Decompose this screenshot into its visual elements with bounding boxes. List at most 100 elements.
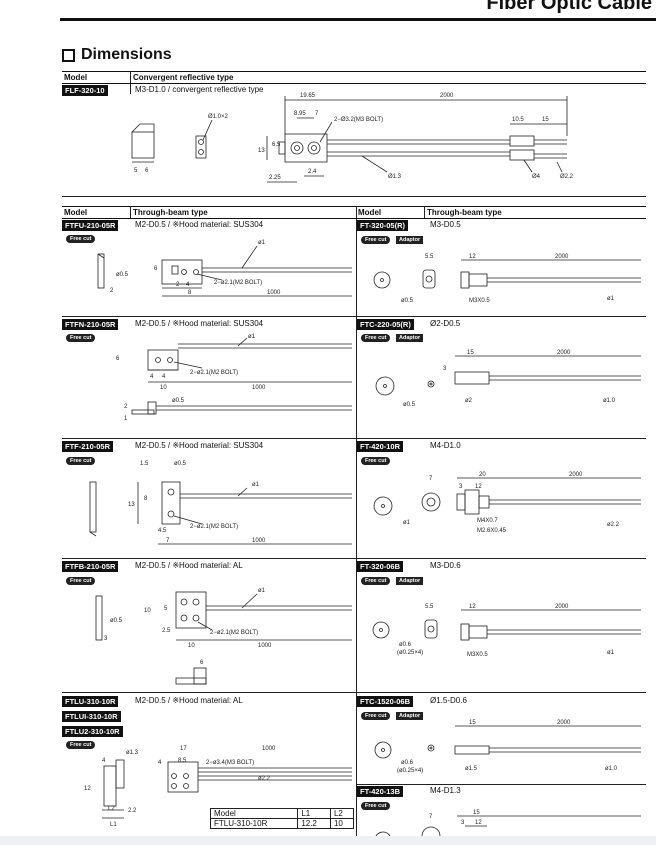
model-description: Ø2-D0.5: [430, 319, 461, 328]
free-cut-badge: Free cut: [361, 457, 391, 465]
top-col-type: Convergent reflective type: [133, 73, 234, 82]
dim-label: 1: [124, 416, 128, 422]
dim-label: ø2: [465, 398, 473, 404]
left-col-model: Model: [64, 208, 88, 217]
dim-label: 15: [467, 350, 474, 356]
adaptor-badge: Adaptor: [396, 334, 424, 342]
dim-label: 4.5: [158, 528, 167, 534]
dim-label: Ø4: [532, 174, 541, 180]
ftlu-310-10r-drawing: ø1.3 17 1000 4 8.5 2−ø3.4(M3 BOLT) ø2.2 …: [84, 746, 352, 828]
dim-label: ø1: [403, 520, 411, 526]
dim-label: 12: [475, 484, 482, 490]
dim-label: M4X0.7: [477, 518, 498, 524]
dim-label: ø0.6: [399, 642, 412, 648]
row-divider: [357, 784, 646, 785]
dim-label: 2−ø2.1(M2 BOLT): [210, 630, 258, 636]
free-cut-badge: Free cut: [66, 577, 96, 585]
dim-label: (ø0.25×4): [397, 768, 423, 774]
free-cut-badge: Free cut: [361, 236, 391, 244]
free-cut-badge: Free cut: [361, 712, 391, 720]
left-col-type: Through-beam type: [133, 208, 208, 217]
free-cut-badge: Free cut: [361, 802, 391, 810]
dim-label: 4: [158, 760, 162, 766]
table-cell: 10: [329, 818, 355, 829]
model-label: FTLUI-310-10R: [62, 711, 121, 722]
dim-label: 2.2: [128, 808, 137, 814]
ftfu-210-05r-drawing: ø1 ø0.5 2 2−ø2.1(M2 BOLT) 6 2 4 8 1000: [97, 240, 352, 297]
dim-label: 4: [162, 374, 166, 380]
dim-label: 1000: [252, 385, 266, 391]
dim-label: L2: [108, 806, 115, 812]
row-divider: [62, 692, 356, 693]
dim-label: 2−ø2.1(M2 BOLT): [190, 524, 238, 530]
row-divider: [357, 558, 646, 559]
adaptor-badge: Adaptor: [396, 577, 424, 585]
model-description: M3-D0.5: [430, 220, 461, 229]
model-description: M2-D0.5 / ※Hood material: SUS304: [135, 441, 264, 450]
dim-label: 5: [164, 606, 168, 612]
table-header: L2: [329, 808, 355, 819]
dim-label: 5.5: [425, 254, 434, 260]
free-cut-badge: Free cut: [66, 741, 96, 749]
dim-label: ø0.5: [110, 618, 123, 624]
dim-label: 2000: [557, 720, 571, 726]
dim-label: 2.25: [269, 175, 281, 181]
dim-label: 1000: [262, 746, 276, 752]
dim-label: ø1: [607, 650, 615, 656]
page-header-bar: Fiber Optic Cable: [60, 0, 656, 21]
dim-label: 2−ø3.4(M3 BOLT): [206, 760, 254, 766]
dim-label: 1.5: [140, 461, 149, 467]
ftfb-210-05r-drawing: ø1 ø0.5 10 5 2−ø2.1(M2 BOLT) 2.5 10 1000…: [95, 588, 352, 685]
flf-320-10-drawing: 19.65 2000 8.95 7 Ø1.0×2 2−Ø3.2(M3 BOLT)…: [131, 93, 574, 183]
dim-label: ø1.3: [126, 750, 139, 756]
dim-label: 15: [542, 117, 549, 123]
ft-420-10r-drawing: 7 20 2000 3 12 ø1 M4X0.7 M2.6X0.45 ø2.2: [373, 472, 641, 534]
table-header: Model: [209, 808, 299, 819]
dim-label: 12: [469, 604, 476, 610]
ft-420-13b-drawing: 7 15 3 12: [375, 810, 641, 836]
ftlu-dimension-table: Model L1 L2 FTLU-310-10R 12.2 10: [209, 808, 355, 829]
model-label: FTLU-310-10R: [62, 696, 119, 707]
dim-label: 20: [479, 472, 486, 478]
dim-label: ø1: [258, 588, 266, 594]
divider: [424, 206, 425, 218]
dim-label: ø2.2: [607, 522, 620, 528]
dim-label: 1000: [252, 538, 266, 544]
section-title: Dimensions: [81, 46, 172, 63]
row-divider: [357, 316, 646, 317]
dim-label: 6: [154, 266, 158, 272]
dim-label: ø0.5: [172, 398, 185, 404]
dim-label: ø1: [258, 240, 266, 246]
row-divider: [357, 438, 646, 439]
free-cut-badge: Free cut: [66, 457, 96, 465]
model-label: FTC-220-05(R): [357, 319, 414, 330]
ftc-1520-06b-drawing: 15 2000 ø0.6 (ø0.25×4) ø1.5 ø1.0: [374, 720, 641, 774]
dim-label: 2000: [555, 254, 569, 260]
dim-label: 3: [104, 636, 108, 642]
ft-320-05r-drawing: 5.5 12 2000 ø0.5 M3X0.5 ø1: [373, 254, 641, 304]
row-divider: [62, 316, 356, 317]
model-label: FT-420-10R: [357, 441, 404, 452]
ft-320-06b-drawing: 5.5 12 2000 ø0.6 (ø0.25×4) M3X0.5 ø1: [372, 604, 641, 658]
dim-label: 12: [469, 254, 476, 260]
column-divider: [356, 206, 357, 836]
model-label: FT-420-13B: [357, 786, 404, 797]
model-description: Ø1.5-D0.6: [430, 696, 467, 705]
dim-label: M3X0.5: [469, 298, 490, 304]
adaptor-badge: Adaptor: [396, 236, 424, 244]
dim-label: 2000: [555, 604, 569, 610]
dim-label: (ø0.25×4): [397, 650, 423, 656]
dim-label: 2: [110, 288, 114, 294]
model-description: M2-D0.5 / ※Hood material: SUS304: [135, 319, 264, 328]
dim-label: 2000: [557, 350, 571, 356]
top-table-header: Model Convergent reflective type: [62, 71, 646, 84]
through-beam-header: Model Through-beam type Model Through-be…: [62, 206, 646, 219]
dim-label: 15: [469, 720, 476, 726]
model-label: FT-320-06B: [357, 561, 404, 572]
dim-label: ø1: [248, 334, 256, 340]
dim-label: 1000: [267, 290, 281, 296]
top-col-model: Model: [64, 73, 88, 82]
free-cut-badge: Free cut: [66, 334, 96, 342]
square-bullet-icon: [62, 48, 75, 62]
dim-label: 2.4: [308, 169, 317, 175]
